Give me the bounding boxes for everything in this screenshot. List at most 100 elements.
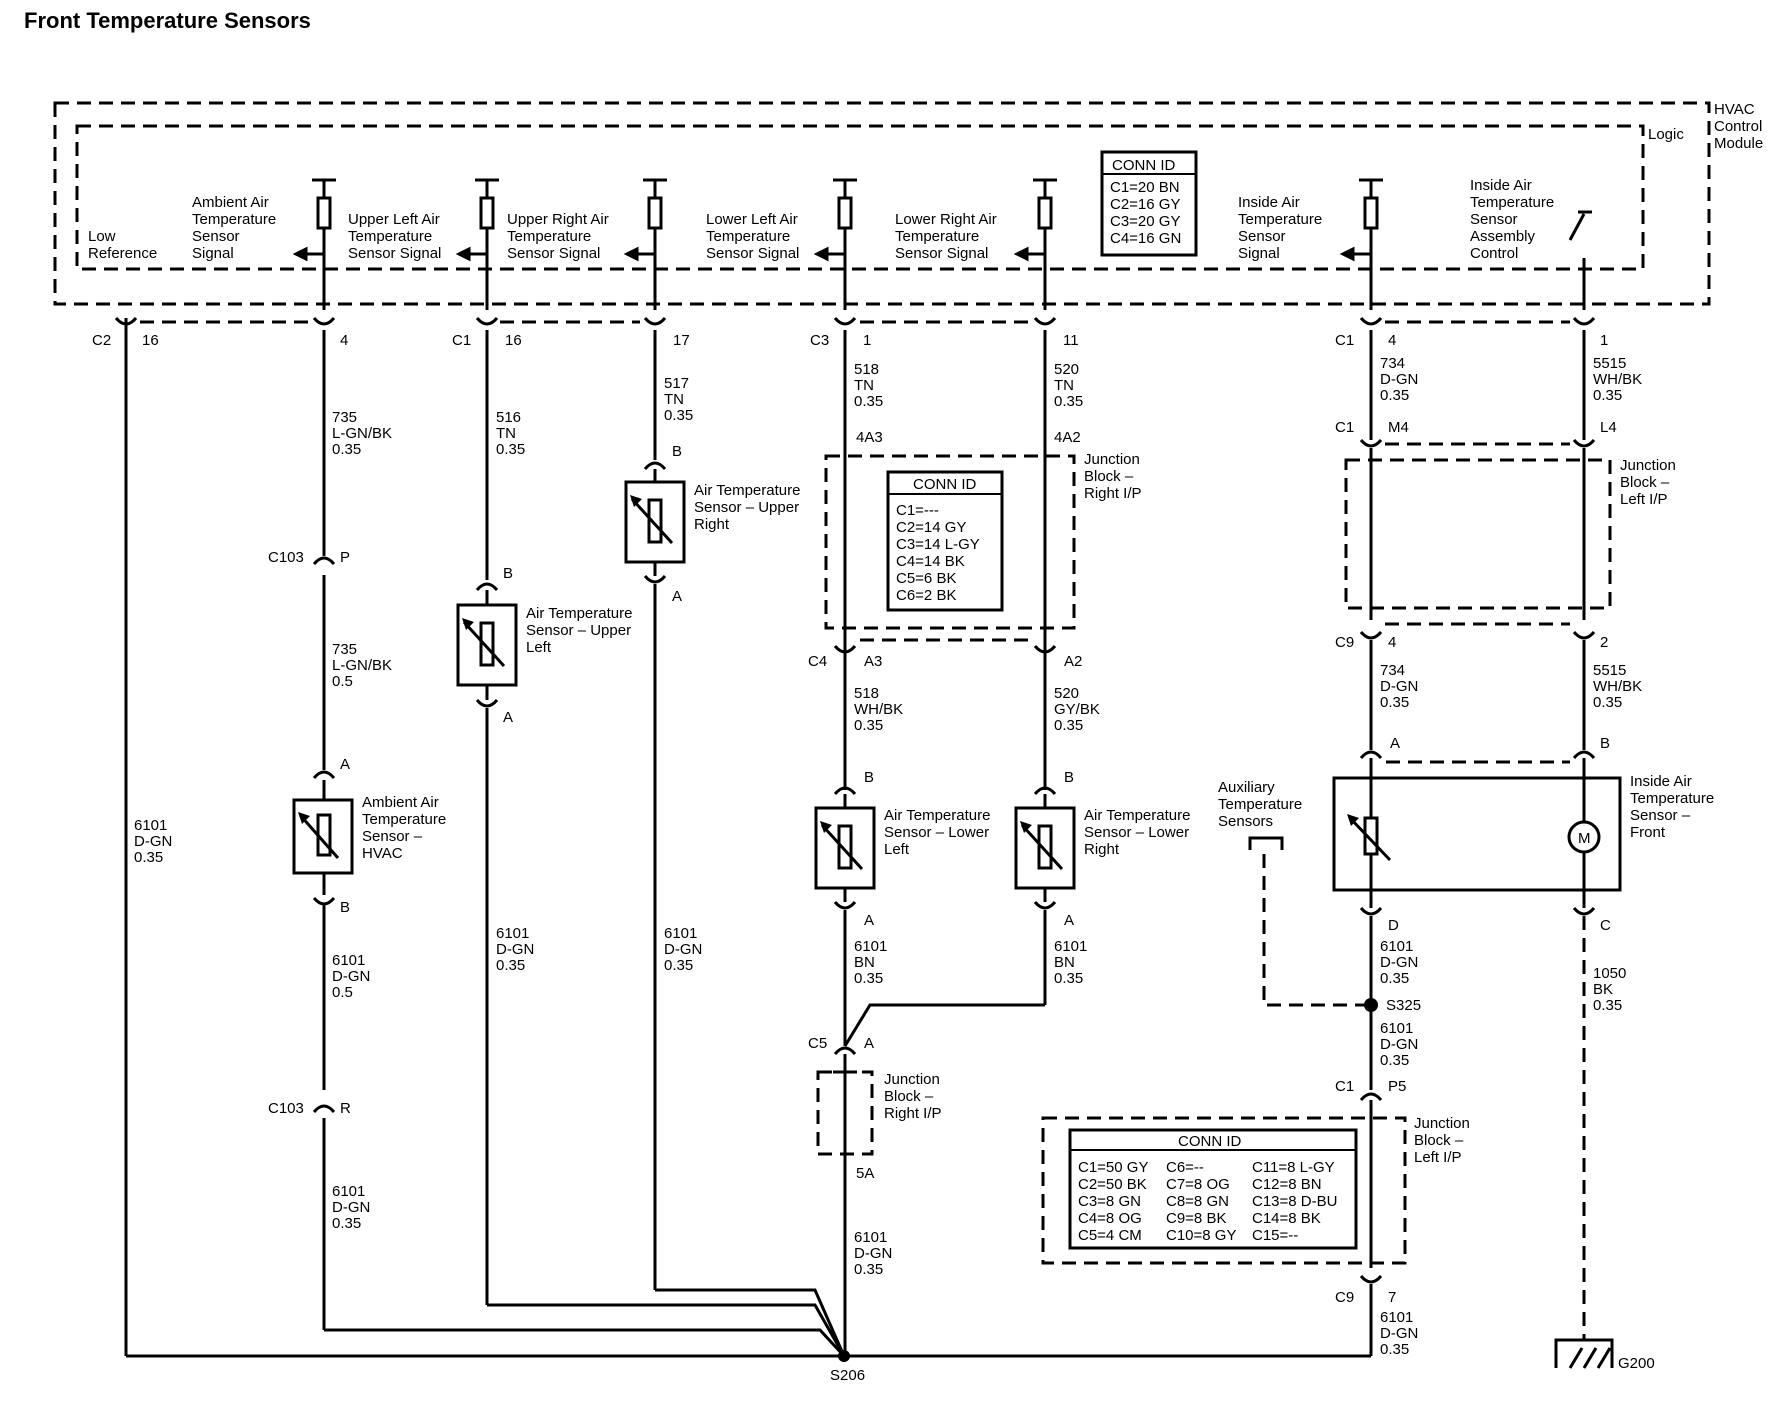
svg-text:Inside Air: Inside Air — [1470, 177, 1532, 194]
svg-text:D-GN: D-GN — [1380, 1325, 1418, 1342]
svg-text:Junction: Junction — [1414, 1115, 1470, 1132]
conn-c103-top: C103 — [268, 549, 304, 566]
svg-text:Sensor: Sensor — [1238, 228, 1286, 245]
svg-text:Temperature: Temperature — [1218, 796, 1302, 813]
junction-block-left-ip-bottom — [1041, 1116, 1407, 1265]
svg-text:Air Temperature: Air Temperature — [694, 482, 800, 499]
svg-text:0.35: 0.35 — [1593, 694, 1622, 711]
conn-ll-b: B — [864, 769, 874, 786]
svg-text:Sensor – Upper: Sensor – Upper — [694, 499, 799, 516]
svg-text:Auxiliary: Auxiliary — [1218, 779, 1275, 796]
svg-text:Sensor – Lower: Sensor – Lower — [884, 824, 989, 841]
signal-label-upper-left: Upper Left Air Temperature Sensor Signal — [348, 211, 441, 262]
svg-text:6101: 6101 — [332, 1183, 365, 1200]
auxiliary-connector-icon — [1248, 836, 1284, 850]
conn-c4: C4 — [808, 653, 827, 670]
svg-text:WH/BK: WH/BK — [1593, 678, 1642, 695]
svg-text:Sensor Signal: Sensor Signal — [706, 245, 799, 262]
conn-lr-b: B — [1064, 769, 1074, 786]
conn-amb-a: A — [340, 756, 350, 773]
svg-text:Lower Right Air: Lower Right Air — [895, 211, 997, 228]
svg-text:Sensors: Sensors — [1218, 813, 1273, 830]
lower-left-sensor-icon — [814, 806, 876, 890]
svg-text:BK: BK — [1593, 981, 1613, 998]
svg-text:0.35: 0.35 — [854, 1261, 883, 1278]
svg-text:Right I/P: Right I/P — [1084, 485, 1142, 502]
conn-c4-a2: A2 — [1064, 653, 1082, 670]
svg-text:0.35: 0.35 — [496, 441, 525, 458]
svg-text:0.35: 0.35 — [1054, 970, 1083, 987]
conn-p5: P5 — [1388, 1078, 1406, 1095]
svg-text:C7=8 OG: C7=8 OG — [1166, 1176, 1230, 1193]
svg-text:C2=50 BK: C2=50 BK — [1078, 1176, 1147, 1193]
svg-text:C3=14 L-GY: C3=14 L-GY — [896, 536, 980, 553]
svg-text:0.35: 0.35 — [854, 970, 883, 987]
svg-text:Block –: Block – — [1620, 474, 1670, 491]
conn-ul-b: B — [503, 565, 513, 582]
junction-left-ip-label: Junction Block – Left I/P — [1620, 457, 1676, 508]
conn-c1-m4: C1 — [1335, 419, 1354, 436]
svg-text:0.35: 0.35 — [496, 957, 525, 974]
svg-text:Air Temperature: Air Temperature — [884, 807, 990, 824]
svg-text:0.35: 0.35 — [1380, 387, 1409, 404]
svg-text:D-GN: D-GN — [1380, 1036, 1418, 1053]
svg-text:Ambient Air: Ambient Air — [192, 194, 269, 211]
svg-text:Control: Control — [1470, 245, 1518, 262]
ambient-sensor-label: Ambient Air Temperature Sensor – HVAC — [362, 794, 446, 862]
svg-text:0.35: 0.35 — [664, 957, 693, 974]
pin-17: 17 — [673, 332, 690, 349]
svg-text:Sensor Signal: Sensor Signal — [895, 245, 988, 262]
pin-c1b: C1 — [1335, 332, 1354, 349]
svg-text:516: 516 — [496, 409, 521, 426]
svg-text:Sensor: Sensor — [192, 228, 240, 245]
svg-text:0.35: 0.35 — [1380, 970, 1409, 987]
svg-text:D-GN: D-GN — [1380, 954, 1418, 971]
junction-right-ip-conn-id: CONN ID C1=--- C2=14 GY C3=14 L-GY C4=14… — [886, 470, 1004, 612]
svg-text:734: 734 — [1380, 355, 1405, 372]
signal-label-low-reference: Low Reference — [88, 228, 157, 262]
svg-text:Sensor Signal: Sensor Signal — [348, 245, 441, 262]
svg-text:C4=8 OG: C4=8 OG — [1078, 1210, 1142, 1227]
svg-text:Temperature: Temperature — [895, 228, 979, 245]
svg-text:D-GN: D-GN — [664, 941, 702, 958]
logic-box — [75, 124, 1645, 271]
svg-text:Upper Right Air: Upper Right Air — [507, 211, 609, 228]
pin-c2: C2 — [92, 332, 111, 349]
svg-text:Junction: Junction — [884, 1071, 940, 1088]
pin-c3: C3 — [810, 332, 829, 349]
svg-text:Left: Left — [884, 841, 910, 858]
svg-text:0.35: 0.35 — [134, 849, 163, 866]
svg-text:Temperature: Temperature — [507, 228, 591, 245]
svg-text:Sensor – Lower: Sensor – Lower — [1084, 824, 1189, 841]
conn-ins-b: B — [1600, 735, 1610, 752]
svg-text:C11=8 L-GY: C11=8 L-GY — [1252, 1159, 1335, 1176]
conn-c9-p2: 2 — [1600, 634, 1608, 651]
svg-text:CONN ID: CONN ID — [1178, 1133, 1242, 1150]
svg-text:C6=--: C6=-- — [1166, 1159, 1204, 1176]
svg-text:Sensor – Upper: Sensor – Upper — [526, 622, 631, 639]
upper-right-sensor-label: Air Temperature Sensor – Upper Right — [694, 482, 800, 533]
svg-text:Left: Left — [526, 639, 552, 656]
svg-text:Ambient Air: Ambient Air — [362, 794, 439, 811]
svg-text:0.35: 0.35 — [1593, 387, 1622, 404]
inside-air-sensor-label: Inside Air Temperature Sensor – Front — [1630, 773, 1714, 841]
svg-text:Right: Right — [1084, 841, 1120, 858]
svg-text:Temperature: Temperature — [706, 228, 790, 245]
svg-text:BN: BN — [1054, 954, 1075, 971]
svg-text:518: 518 — [854, 361, 879, 378]
splice-s325 — [1364, 998, 1378, 1012]
svg-text:D-GN: D-GN — [854, 1245, 892, 1262]
svg-text:C3=20 GY: C3=20 GY — [1110, 213, 1180, 230]
module-pullups — [292, 178, 1592, 310]
svg-text:6101: 6101 — [1380, 1309, 1413, 1326]
